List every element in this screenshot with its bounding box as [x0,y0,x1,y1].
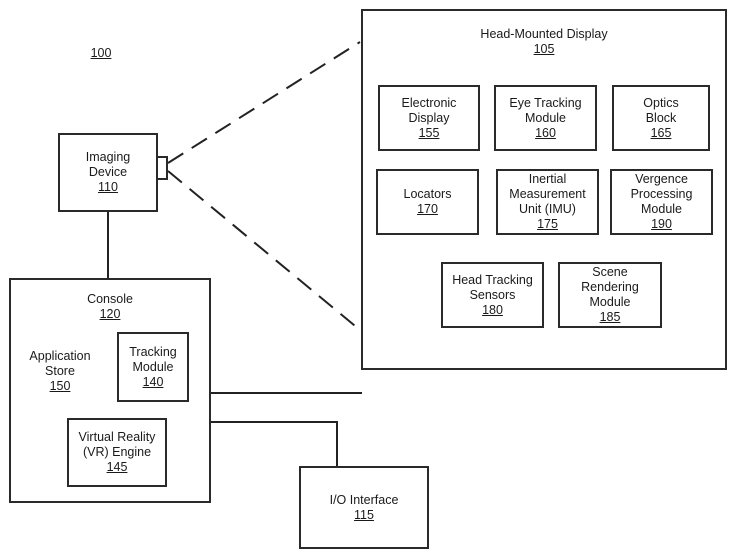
console-title-block: Console 120 [11,292,209,322]
scene-rendering-label-1: Scene [592,265,628,279]
vergence-number: 190 [651,217,672,231]
scene-rendering-label-3: Module [589,295,631,309]
vr-engine-label-1: Virtual Reality [78,430,156,444]
vr-engine-label-2: (VR) Engine [82,445,152,459]
hmd-title-block: Head-Mounted Display 105 [363,27,725,57]
view-cone-upper [167,41,361,164]
vergence-label-2: Processing [630,187,693,201]
imaging-device-label-2: Device [88,165,128,179]
vergence-label-3: Module [641,202,682,216]
io-interface-label: I/O Interface [329,492,399,507]
console-number: 120 [99,307,121,321]
application-store-label-1: Application [29,349,91,363]
optics-block-number: 165 [650,125,672,140]
figure-reference: 100 [90,46,112,60]
electronic-display-number: 155 [418,125,440,140]
locators-number: 170 [417,202,438,216]
vergence-processing-box: Vergence Processing Module 190 [610,169,713,235]
application-store-label: Application Store 150 [20,349,100,394]
application-store-number: 150 [49,379,71,393]
imu-label-2: Measurement [509,187,586,201]
imu-label-1: Inertial [528,172,567,186]
vr-engine-box: Virtual Reality (VR) Engine 145 [67,418,167,487]
console-io-link [210,421,338,467]
io-interface-number: 115 [354,507,374,522]
io-interface-box: I/O Interface 115 [299,466,429,549]
tracking-module-label-1: Tracking [129,344,177,359]
imu-label-3: Unit (IMU) [519,202,576,216]
hmd-number: 105 [533,42,555,56]
optics-block-box: Optics Block 165 [612,85,710,151]
tracking-module-label-2: Module [132,359,174,374]
tracking-module-box: Tracking Module 140 [117,332,189,402]
application-store-label-2: Store [45,364,75,378]
head-tracking-sensors-box: Head Tracking Sensors 180 [441,262,544,328]
vr-engine-number: 145 [106,460,128,474]
locators-box: Locators 170 [376,169,479,235]
view-cone-lower [167,170,361,331]
head-tracking-label-1: Head Tracking [452,272,533,287]
scene-rendering-module-box: Scene Rendering Module 185 [558,262,662,328]
eye-tracking-label-1: Eye Tracking [509,95,582,110]
head-tracking-number: 180 [482,302,503,317]
console-title: Console [87,292,133,306]
electronic-display-box: Electronic Display 155 [378,85,480,151]
imaging-device-box: Imaging Device 110 [58,133,158,212]
eye-tracking-label-2: Module [525,110,566,125]
head-tracking-label-2: Sensors [469,287,516,302]
optics-block-label-1: Optics [643,95,679,110]
imu-box: Inertial Measurement Unit (IMU) 175 [496,169,599,235]
tracking-module-number: 140 [142,374,164,389]
eye-tracking-module-box: Eye Tracking Module 160 [494,85,597,151]
imu-number: 175 [537,217,558,231]
locators-label: Locators [403,187,452,201]
electronic-display-label-2: Display [408,110,450,125]
electronic-display-label-1: Electronic [401,95,457,110]
scene-rendering-number: 185 [599,310,621,324]
optics-block-label-2: Block [645,110,677,125]
vergence-label-1: Vergence [635,172,688,186]
hmd-title: Head-Mounted Display [480,27,608,41]
imaging-device-label-1: Imaging [85,150,131,164]
imaging-device-lens [156,156,168,180]
eye-tracking-number: 160 [535,125,556,140]
imaging-device-number: 110 [98,180,118,194]
scene-rendering-label-2: Rendering [581,280,639,294]
